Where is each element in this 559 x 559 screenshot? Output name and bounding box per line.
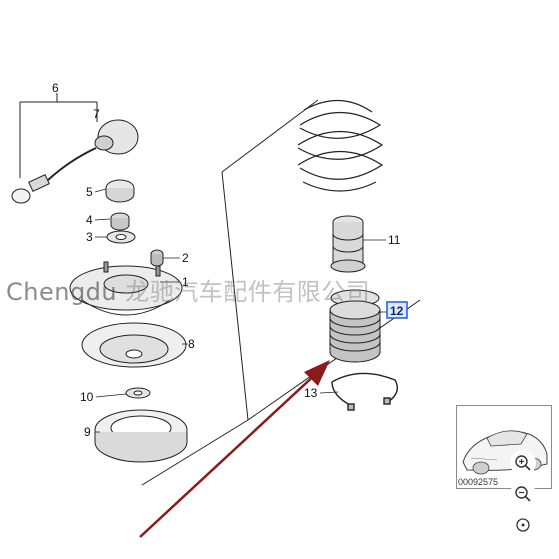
callout-12-highlight-box[interactable] (386, 301, 408, 319)
part-2-nut (150, 249, 164, 267)
zoom-in-button[interactable] (510, 450, 536, 476)
watermark-cjk: 龙驰汽车配件有限公司 (125, 278, 371, 306)
part-3-washer (106, 230, 136, 244)
callout-2: 2 (182, 251, 189, 265)
zoom-out-icon (515, 486, 531, 502)
callout-4: 4 (86, 213, 93, 227)
reset-view-button[interactable] (510, 512, 536, 538)
part-8-bearing-plate (81, 322, 187, 368)
callout-7: 7 (93, 107, 100, 121)
part-10-washer (125, 387, 151, 399)
thumbnail-id: 00092575 (458, 477, 499, 487)
callout-1: 1 (182, 275, 189, 289)
callout-5: 5 (86, 185, 93, 199)
car-icon (462, 430, 548, 475)
watermark: Chengdu 龙驰汽车配件有限公司 (6, 272, 370, 307)
callout-12[interactable]: 12 (390, 304, 404, 318)
callout-8: 8 (188, 337, 195, 351)
callout-11: 11 (388, 233, 401, 247)
part-1-strut-mount (69, 261, 183, 316)
watermark-latin: Chengdu (6, 278, 118, 306)
pointer-arrow (139, 360, 330, 538)
callout-10: 10 (80, 390, 94, 404)
coil-spring (297, 99, 384, 192)
callout-6: 6 (52, 81, 59, 95)
frame-lines (141, 99, 421, 486)
part-11-bump-stop (330, 215, 366, 273)
callout-3: 3 (86, 230, 93, 244)
callout-9: 9 (84, 425, 91, 439)
part-12-dust-boot[interactable] (329, 289, 381, 363)
part-13-clip-ring (331, 372, 398, 411)
part-9-spring-seat (94, 409, 188, 463)
part-5-cap (105, 179, 135, 203)
part-4-nut (110, 212, 130, 231)
zoom-in-icon (515, 455, 531, 471)
bracket-6 (19, 93, 98, 178)
zoom-out-button[interactable] (510, 481, 536, 507)
callout-13: 13 (304, 386, 318, 400)
target-icon (516, 518, 530, 532)
part-7-sensor (11, 119, 139, 204)
